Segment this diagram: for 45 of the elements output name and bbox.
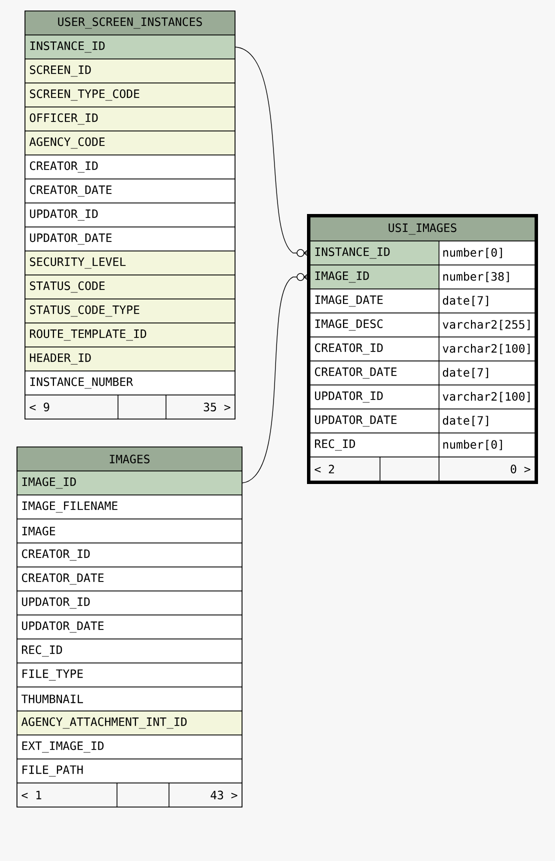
- table-row: CREATOR_ID: [24, 154, 236, 180]
- table-row: AGENCY_CODE: [24, 130, 236, 156]
- table-header: USI_IMAGES: [310, 216, 536, 242]
- table-row: REC_ID: [16, 638, 242, 664]
- table-row: UPDATOR_ID varchar2[100]: [310, 384, 536, 410]
- table-row: IMAGE_DATE date[7]: [310, 288, 536, 314]
- table-row: IMAGE_FILENAME: [16, 494, 242, 520]
- table-footer: < 2 0 >: [310, 456, 536, 482]
- table-row: HEADER_ID: [24, 346, 236, 372]
- relationship-line: [234, 46, 310, 258]
- table-row: SCREEN_TYPE_CODE: [24, 82, 236, 108]
- table-row: UPDATOR_ID: [24, 202, 236, 228]
- table-row: SCREEN_ID: [24, 58, 236, 84]
- table-row: CREATOR_ID varchar2[100]: [310, 336, 536, 362]
- table-row: INSTANCE_NUMBER: [24, 370, 236, 396]
- table-row: SECURITY_LEVEL: [24, 250, 236, 276]
- table-row: THUMBNAIL: [16, 686, 242, 712]
- table-footer: < 1 43 >: [16, 782, 242, 808]
- table-row: EXT_IMAGE_ID: [16, 734, 242, 760]
- table-row: STATUS_CODE_TYPE: [24, 298, 236, 324]
- table-row: CREATOR_ID: [16, 542, 242, 568]
- table-header: IMAGES: [16, 446, 242, 472]
- table-row: REC_ID number[0]: [310, 432, 536, 458]
- table-row: CREATOR_DATE: [16, 566, 242, 592]
- relationship-line: [242, 272, 310, 484]
- table-row: FILE_TYPE: [16, 662, 242, 688]
- table-row: STATUS_CODE: [24, 274, 236, 300]
- table-header: USER_SCREEN_INSTANCES: [24, 10, 236, 36]
- table-row: UPDATOR_DATE: [16, 614, 242, 640]
- table-row: UPDATOR_DATE date[7]: [310, 408, 536, 434]
- table-row: ROUTE_TEMPLATE_ID: [24, 322, 236, 348]
- table-row: UPDATOR_DATE: [24, 226, 236, 252]
- table-row: CREATOR_DATE date[7]: [310, 360, 536, 386]
- table-row: INSTANCE_ID: [24, 34, 236, 60]
- table-row: INSTANCE_ID number[0]: [310, 240, 536, 266]
- table-row: CREATOR_DATE: [24, 178, 236, 204]
- table-row: AGENCY_ATTACHMENT_INT_ID: [16, 710, 242, 736]
- table-row: IMAGE_ID number[38]: [310, 264, 536, 290]
- table-row: IMAGE: [16, 518, 242, 544]
- table-footer: < 9 35 >: [24, 394, 236, 420]
- table-row: UPDATOR_ID: [16, 590, 242, 616]
- table-row: OFFICER_ID: [24, 106, 236, 132]
- table-row: IMAGE_DESC varchar2[255]: [310, 312, 536, 338]
- table-row: IMAGE_ID: [16, 470, 242, 496]
- table-row: FILE_PATH: [16, 758, 242, 784]
